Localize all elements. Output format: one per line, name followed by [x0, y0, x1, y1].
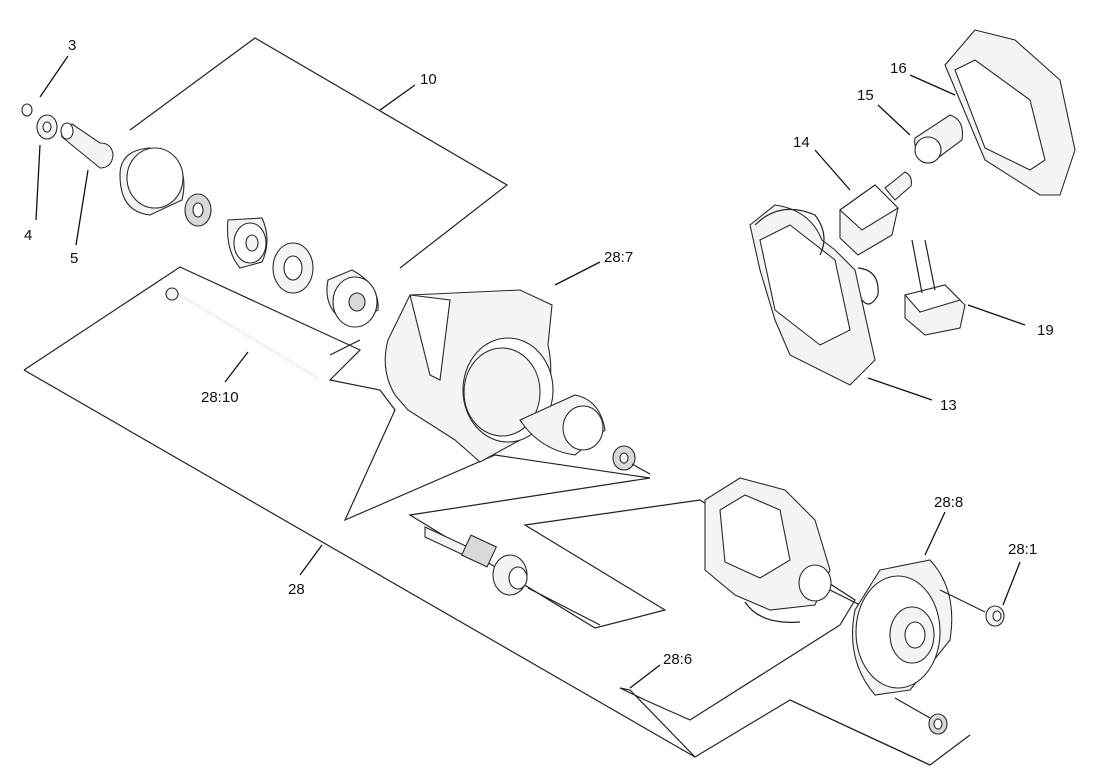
label-10: 10 [420, 71, 437, 88]
leader-28-8 [924, 511, 946, 556]
label-28-10: 28:10 [201, 389, 239, 406]
leader-5 [75, 169, 89, 246]
label-14: 14 [793, 134, 810, 151]
leader-28-6 [629, 664, 661, 689]
part-28-nut-hole [619, 452, 629, 464]
group-outline-28-left [23, 369, 696, 758]
part-28-6-gear-face [508, 566, 528, 590]
part-16-plate-face [954, 59, 1046, 171]
part-4-washer-hole [42, 121, 52, 133]
part-5-sleeve-end [60, 122, 74, 140]
label-4: 4 [24, 227, 32, 244]
leader-19 [967, 304, 1026, 326]
part-10-pulley-hole [348, 292, 366, 312]
part-10-cup-rim [126, 147, 184, 209]
part-28-motor-wire [744, 601, 801, 623]
label-3: 3 [68, 37, 76, 54]
label-28-1: 28:1 [1008, 541, 1037, 558]
leader-10 [379, 84, 416, 111]
shaft-axis-line [527, 587, 601, 626]
part-19-pin-a [911, 239, 923, 294]
part-14-switch-stem [884, 171, 912, 201]
leader-13 [867, 377, 933, 401]
part-15-socket-ring [914, 136, 942, 164]
label-28-8: 28:8 [934, 494, 963, 511]
group-outline-10-lower [329, 339, 361, 356]
leader-28 [299, 544, 323, 576]
part-10-washer-hole [283, 255, 303, 281]
group-outline-10 [129, 37, 509, 269]
leader-28-1 [1002, 561, 1021, 606]
part-28-8-cover-hole [904, 621, 926, 649]
part-19-connector-top [903, 284, 962, 313]
part-28-motor-nose-tip [562, 405, 604, 451]
label-19: 19 [1037, 322, 1054, 339]
part-19-pin-b [924, 239, 936, 291]
leader-28-7 [554, 261, 601, 286]
part-13-housing-face [759, 224, 851, 346]
nut-axis-line [631, 463, 651, 475]
leader-4 [35, 144, 41, 221]
part-28-motor-facet [719, 494, 791, 579]
part-10-bearing-hole [192, 202, 204, 218]
part-28-6-spline [460, 534, 498, 568]
group-outline-28 [23, 266, 971, 766]
part-14-switch-top [839, 184, 899, 231]
leader-3 [39, 55, 69, 98]
part-3-ring [21, 103, 33, 117]
label-28-7: 28:7 [604, 249, 633, 266]
part-10-gear-hole [245, 234, 259, 252]
leader-15 [877, 104, 911, 136]
leader-16 [909, 74, 956, 96]
part-28-motor-shaft [798, 564, 832, 602]
label-5: 5 [70, 250, 78, 267]
part-28-7-bracket [409, 294, 451, 381]
leader-28-10 [224, 351, 249, 383]
cover-axis-line-upper [939, 589, 986, 613]
label-16: 16 [890, 60, 907, 77]
cover-axis-line-lower [894, 697, 931, 719]
group-outline-28-right [789, 699, 931, 766]
label-28: 28 [288, 581, 305, 598]
part-28-lower-nut-hole [933, 718, 943, 730]
leader-14 [814, 149, 851, 191]
label-28-6: 28:6 [663, 651, 692, 668]
part-28-7-bore-inner [463, 347, 541, 437]
part-28-10-bolt-head [165, 287, 179, 301]
part-28-1-bushing-hole [992, 610, 1002, 622]
label-13: 13 [940, 397, 957, 414]
part-28-10-bolt-inner [174, 290, 319, 380]
label-15: 15 [857, 87, 874, 104]
part-13-spring [857, 267, 879, 305]
part-13-wire [754, 208, 825, 256]
motor-axis-line [829, 589, 861, 606]
